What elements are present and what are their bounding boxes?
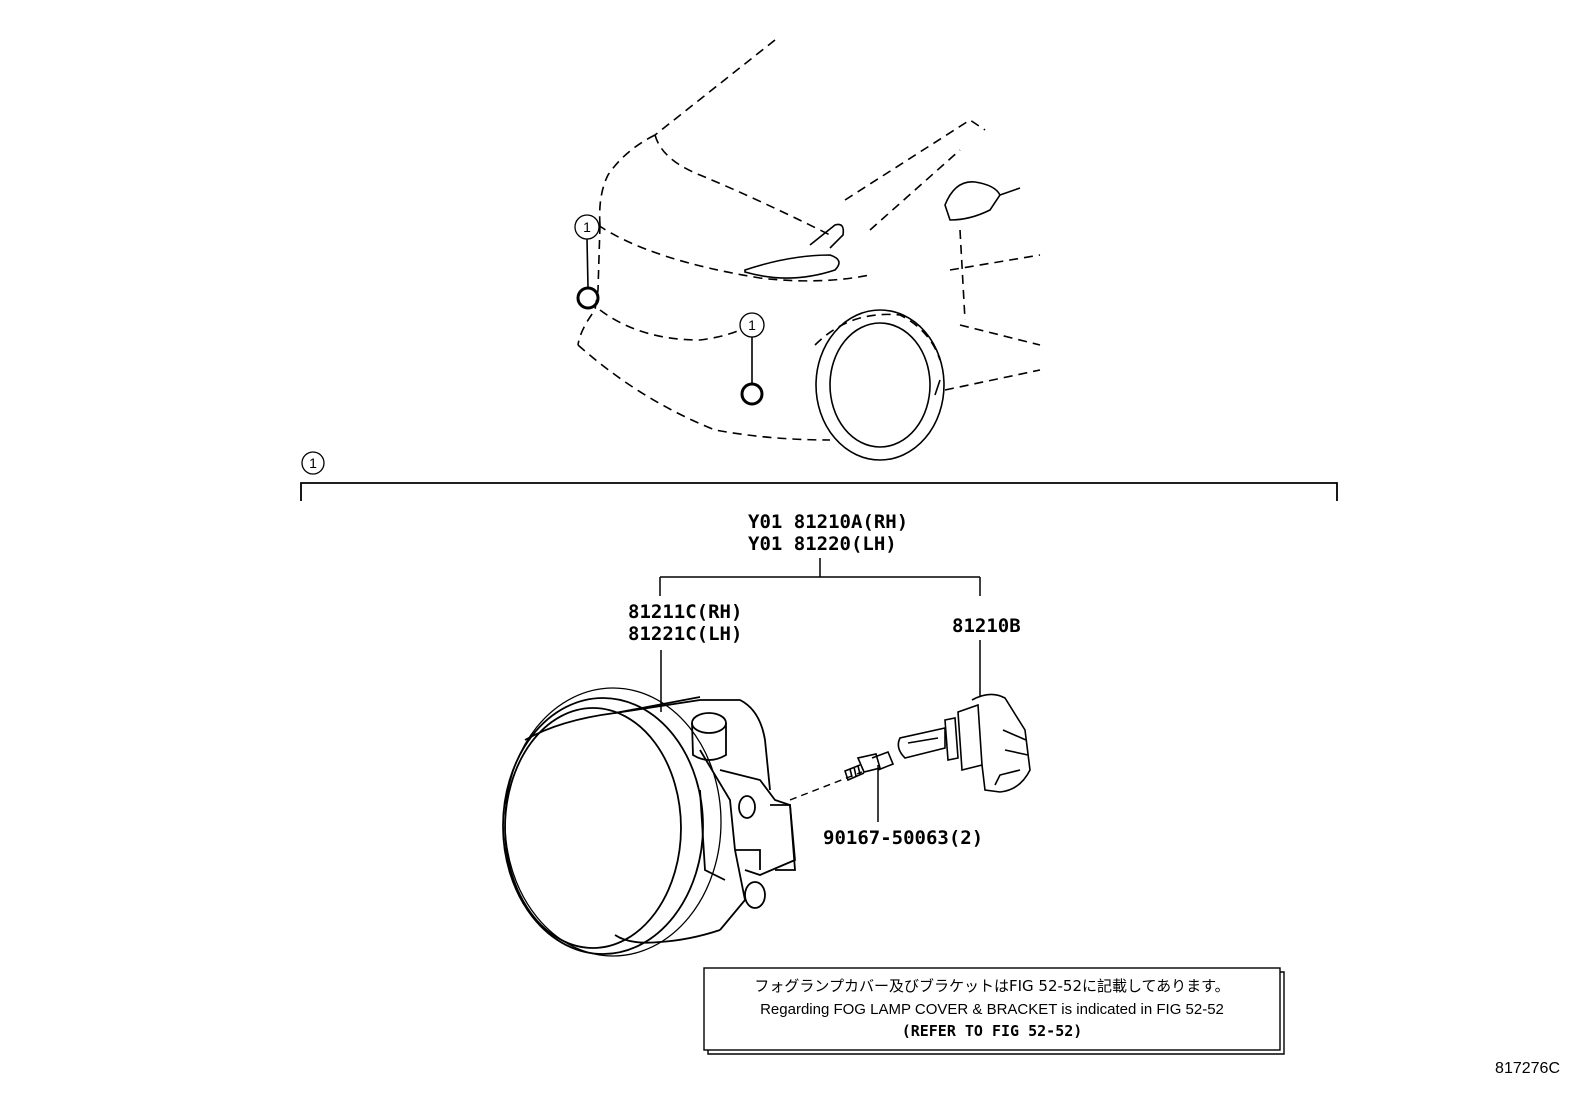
fog-lamp-unit (502, 687, 796, 957)
assembly-leader (659, 558, 981, 596)
screw-assembly-line (789, 771, 863, 801)
bulb (897, 693, 1031, 793)
section-marker: 1 (309, 455, 317, 471)
screw (844, 750, 895, 782)
callout-number-upper: 1 (583, 219, 591, 235)
figure-number: 817276C (1495, 1060, 1560, 1077)
note-reference: (REFER TO FIG 52-52) (902, 1022, 1083, 1040)
note-english: Regarding FOG LAMP COVER & BRACKET is in… (760, 1001, 1224, 1018)
lamp-unit-lh-label: 81221C(LH) (628, 623, 742, 645)
assembly-lh-label: Y01 81220(LH) (748, 533, 897, 555)
car-callout-upper: 1 (574, 214, 600, 310)
car-solid-details (744, 181, 1021, 461)
callout-number-lower: 1 (748, 317, 756, 333)
car-callout-lower: 1 (739, 312, 765, 406)
lamp-unit-rh-label: 81211C(RH) (628, 601, 742, 623)
section-bracket: 1 (300, 451, 1338, 501)
car-front-outline (577, 39, 1041, 441)
assembly-rh-label: Y01 81210A(RH) (748, 511, 908, 533)
screw-label: 90167-50063(2) (823, 827, 983, 849)
bulb-label: 81210B (952, 615, 1021, 637)
note-japanese: フォグランプカバー及びブラケットはFIG 52-52に記載してあります。 (754, 977, 1229, 995)
note-box: フォグランプカバー及びブラケットはFIG 52-52に記載してあります。 Reg… (703, 967, 1285, 1055)
